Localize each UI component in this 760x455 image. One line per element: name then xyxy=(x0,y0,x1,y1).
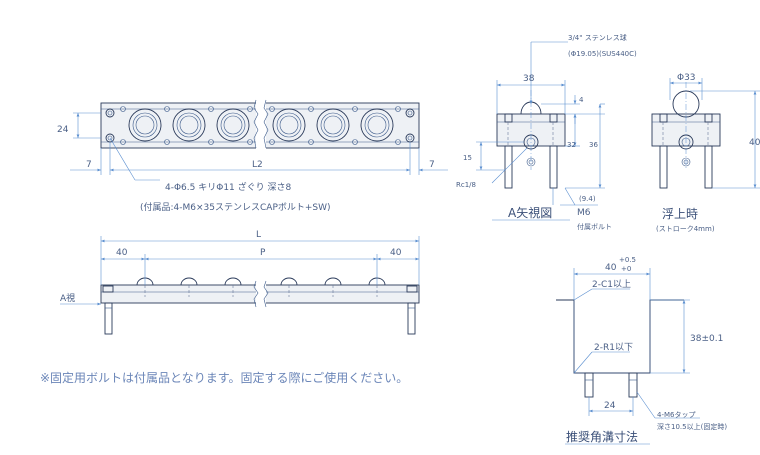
top-dim-right: 7 xyxy=(429,160,435,170)
float-title: 浮上時 xyxy=(662,207,698,221)
port-note: Rc1/8 xyxy=(456,181,476,189)
a-view-body xyxy=(496,113,566,147)
groove-dim-depth: 38±0.1 xyxy=(690,334,723,344)
a-view xyxy=(476,41,605,221)
groove-title: 推奨角溝寸法 xyxy=(566,430,638,444)
front-dim-left: 40 xyxy=(116,248,128,258)
float-dim-width: Φ33 xyxy=(677,73,696,83)
groove-dim-width: 40 xyxy=(605,263,617,273)
groove-view xyxy=(556,268,700,445)
top-dim-span: L2 xyxy=(252,160,263,170)
hole-note: 4-Φ6.5 キリΦ11 ざぐり 深さ8 xyxy=(165,181,291,193)
accessory-note: (付属品:4-M6×35ステンレスCAPボルト+SW) xyxy=(140,202,331,213)
bolt-size: M6 xyxy=(577,208,591,218)
a-dim-15: 15 xyxy=(463,154,472,162)
radius-note: 2-R1以下 xyxy=(594,343,633,353)
ball-note: 3/4" ステンレス球 xyxy=(568,33,627,42)
a-dim-32: 32 xyxy=(567,141,576,149)
bolt-label: 付属ボルト xyxy=(577,222,612,231)
footer-note: ※固定用ボルトは付属品となります。固定する際にご使用ください。 xyxy=(40,370,408,385)
front-dim-pitch: P xyxy=(260,248,266,258)
a-view-title: A矢視図 xyxy=(508,205,552,220)
front-dim-right: 40 xyxy=(390,248,402,258)
groove-dim-pitch: 24 xyxy=(604,401,616,411)
float-dim-height: 40 xyxy=(749,138,760,148)
a-dim-36: 36 xyxy=(589,141,598,149)
small-holes xyxy=(120,106,401,145)
groove-tol-lower: +0 xyxy=(621,265,631,273)
tap-note: 4-M6タップ xyxy=(657,410,695,419)
top-view xyxy=(70,99,448,181)
front-dim-total: L xyxy=(256,230,261,240)
a-dim-94: (9.4) xyxy=(579,195,596,203)
top-dim-left: 7 xyxy=(86,160,92,170)
ball-unit-group xyxy=(128,108,394,142)
float-view xyxy=(651,78,760,189)
a-dim-ball: 4 xyxy=(579,96,584,104)
groove-tol-upper: +0.5 xyxy=(619,256,636,264)
a-view-arrow-label: A視 xyxy=(60,292,75,304)
tap-depth: 深さ10.5以上(固定時) xyxy=(657,422,727,431)
a-dim-width: 38 xyxy=(523,74,535,84)
front-view xyxy=(60,236,420,335)
float-subtitle: (ストローク4mm) xyxy=(656,225,715,233)
top-dim-height: 24 xyxy=(57,125,69,135)
ball-spec: (Φ19.05)(SUS440C) xyxy=(568,50,637,58)
chamfer-note: 2-C1以上 xyxy=(592,279,631,290)
